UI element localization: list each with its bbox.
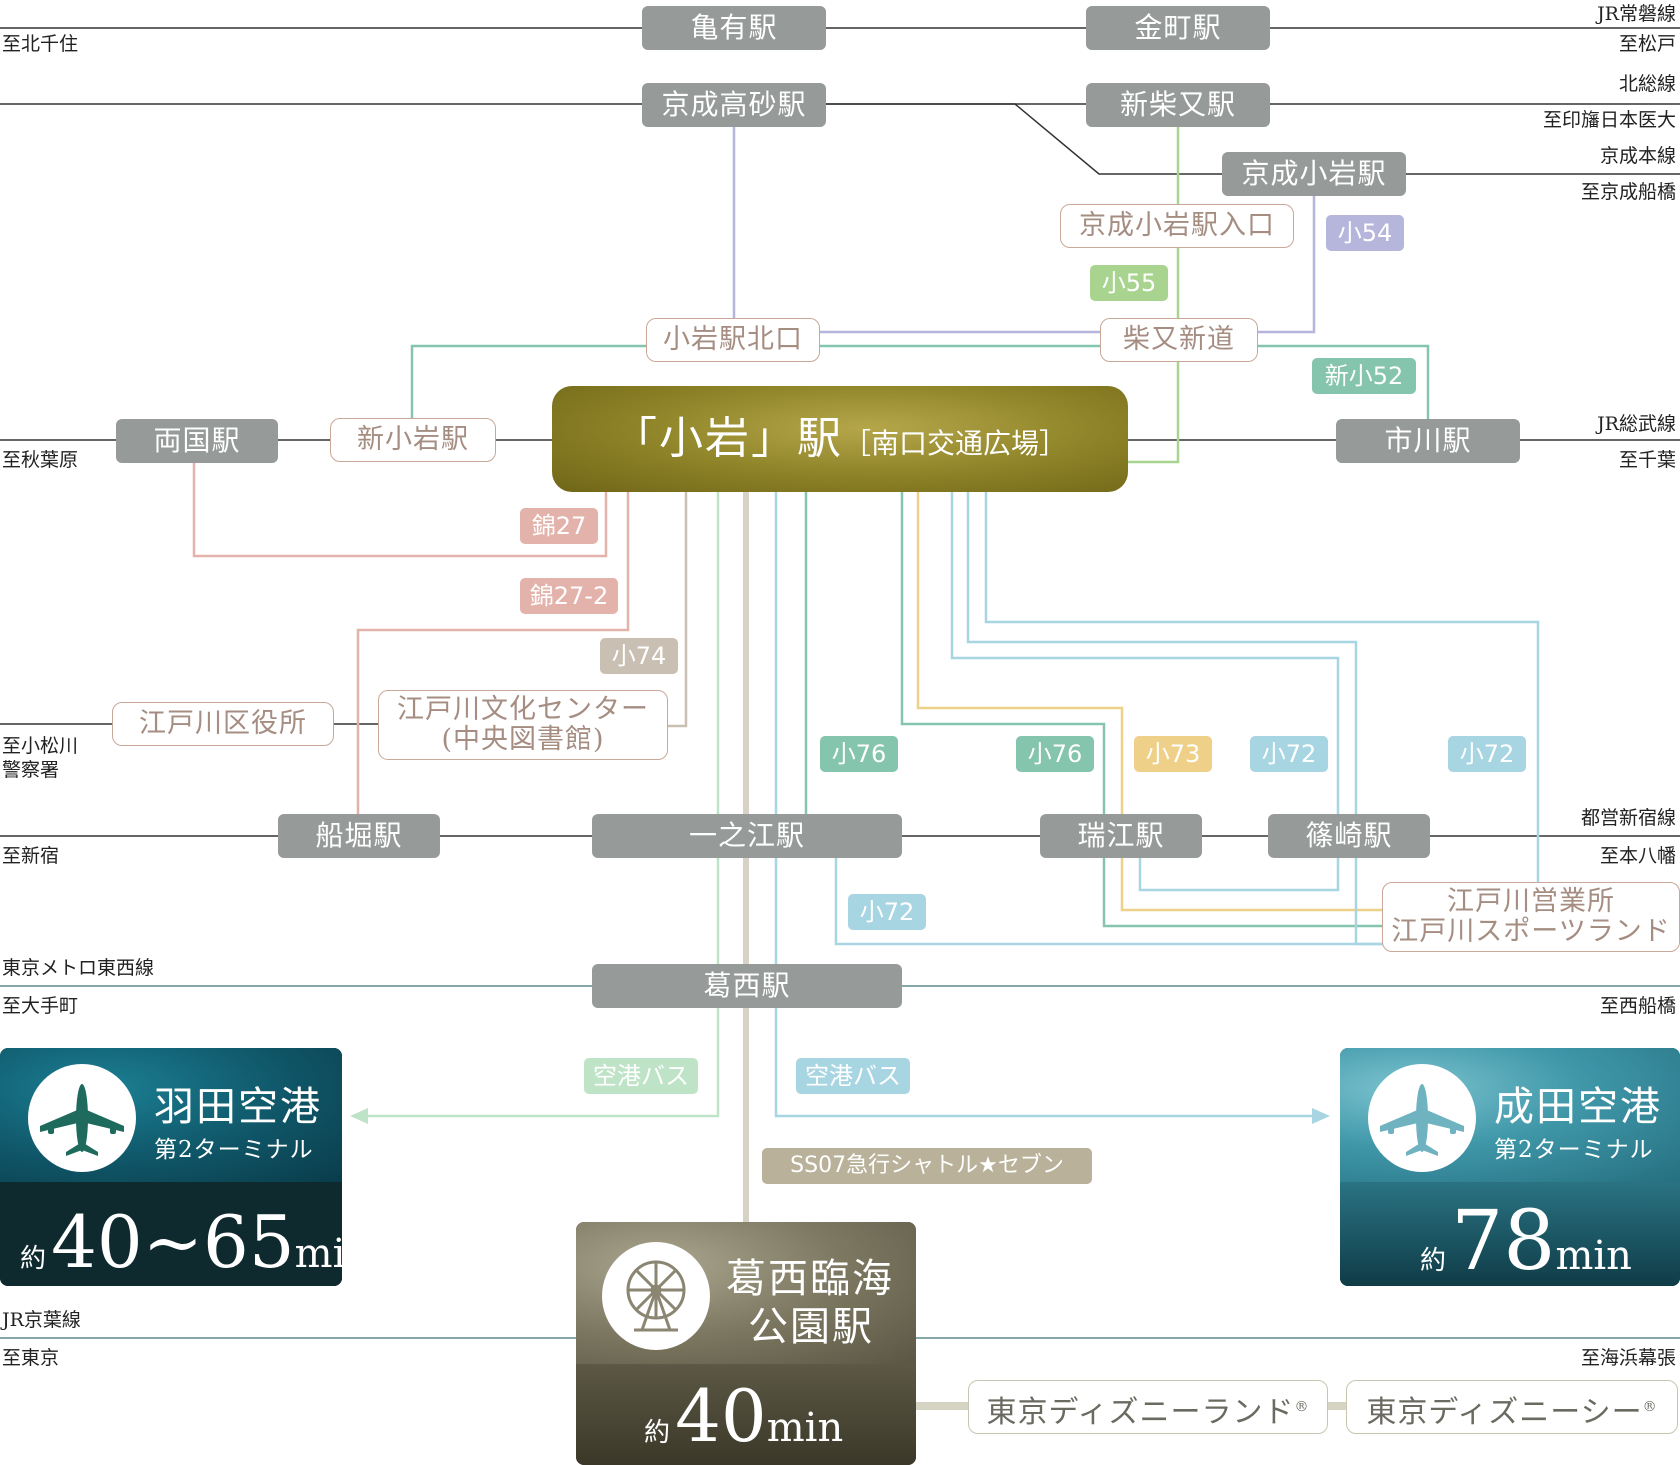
hub-subtitle: ［南口交通広場］ (842, 427, 1067, 460)
hub-title: 「小岩」駅 (612, 413, 843, 464)
route-tag-ko54[interactable]: 小54 (1326, 215, 1404, 251)
narita-time-unit: min (1555, 1233, 1632, 1279)
route-tag-airport-bus-haneda[interactable]: 空港バス (584, 1058, 698, 1094)
stop-edogawa-ward-office[interactable]: 江戸川区役所 (112, 702, 334, 746)
dir-otemachi: 至大手町 (2, 995, 79, 1017)
station-ichikawa[interactable]: 市川駅 (1336, 419, 1520, 463)
route-tag-kin27-2[interactable]: 錦27-2 (520, 578, 618, 614)
stop-edogawa-eigyosho[interactable]: 江戸川営業所 江戸川スポーツランド (1382, 882, 1680, 952)
station-keisei-takasago[interactable]: 京成高砂駅 (642, 83, 826, 127)
dir-keisei-funabashi: 至京成船橋 (1580, 181, 1676, 203)
stop-koiwa-north[interactable]: 小岩駅北口 (646, 318, 820, 362)
kasai-time-prefix: 約 (644, 1418, 671, 1448)
route-tag-ko76-b[interactable]: 小76 (1016, 736, 1094, 772)
stop-eigyosho-line1: 江戸川営業所 (1447, 886, 1615, 917)
stop-shibamata-shindo[interactable]: 柴又新道 (1100, 318, 1258, 362)
station-mizue[interactable]: 瑞江駅 (1040, 814, 1202, 858)
kasai-time-value: 40 (675, 1374, 767, 1458)
haneda-name: 羽田空港 (154, 1084, 322, 1130)
dir-kaihin-makuhari: 至海浜幕張 (1580, 1347, 1676, 1369)
narita-time-prefix: 約 (1420, 1246, 1447, 1276)
route-tag-ko72-c[interactable]: 小72 (848, 894, 926, 930)
haneda-time-unit: min (294, 1231, 342, 1277)
dir-motoyawata: 至本八幡 (1599, 845, 1676, 867)
dir-shinjuku: 至新宿 (2, 845, 60, 867)
route-tag-ko73[interactable]: 小73 (1134, 736, 1212, 772)
disneysea-reg-mark: ® (1642, 1399, 1658, 1415)
dir-shinjuku-line: 都営新宿線 (1580, 807, 1676, 829)
stop-shinkoiwa[interactable]: 新小岩駅 (330, 418, 496, 462)
koiwa-hub[interactable]: 「小岩」駅［南口交通広場］ (552, 386, 1128, 492)
route-tag-ko76-a[interactable]: 小76 (820, 736, 898, 772)
route-tag-ko74[interactable]: 小74 (600, 638, 678, 674)
kasai-rinkai-name-1: 葛西臨海 (726, 1256, 894, 1302)
haneda-time: 約 40~65min (20, 1200, 342, 1284)
station-kasai[interactable]: 葛西駅 (592, 964, 902, 1008)
kasai-time-unit: min (766, 1405, 844, 1451)
narita-airport-tile[interactable]: 成田空港 第2ターミナル 約 78min (1340, 1048, 1680, 1286)
dir-joban-line: JR常磐線 (1597, 3, 1676, 25)
dir-tozai-line: 東京メトロ東西線 (2, 957, 155, 979)
station-shinozaki[interactable]: 篠崎駅 (1268, 814, 1430, 858)
dir-nishifunabashi: 至西船橋 (1599, 995, 1676, 1017)
kasai-rinkai-name-2: 公園駅 (748, 1304, 874, 1350)
route-tag-shinko52[interactable]: 新小52 (1312, 358, 1416, 394)
haneda-time-prefix: 約 (20, 1244, 47, 1274)
ferris-wheel-icon (602, 1242, 710, 1350)
route-tag-kin27[interactable]: 錦27 (520, 508, 598, 544)
dir-tokyo: 至東京 (2, 1347, 60, 1369)
tokyo-disneyland[interactable]: 東京ディズニーランド® (968, 1380, 1328, 1434)
airplane-icon (28, 1064, 136, 1172)
stop-bunka-center-line2: (中央図書館) (441, 724, 605, 755)
tokyo-disneysea[interactable]: 東京ディズニーシー® (1346, 1380, 1678, 1434)
station-kameari[interactable]: 亀有駅 (642, 6, 826, 50)
station-funabori[interactable]: 船堀駅 (278, 814, 440, 858)
station-ryogoku[interactable]: 両国駅 (116, 419, 278, 463)
dir-hokuso-line: 北総線 (1618, 73, 1676, 95)
stop-bunka-center-line1: 江戸川文化センター (397, 694, 649, 725)
haneda-time-value: 40~65 (51, 1200, 295, 1284)
disneysea-label: 東京ディズニーシー (1366, 1395, 1643, 1430)
narita-time: 約 78min (1420, 1194, 1632, 1286)
disneyland-label: 東京ディズニーランド (986, 1395, 1295, 1430)
narita-name: 成田空港 (1494, 1084, 1662, 1130)
dir-sobu-line: JR総武線 (1597, 413, 1676, 435)
kasai-rinkai-tile[interactable]: 葛西臨海 公園駅 約 40min (576, 1222, 916, 1465)
dir-matsudo: 至松戸 (1618, 33, 1676, 55)
route-tag-ss07-shuttle[interactable]: SS07急行シャトル★セブン (762, 1148, 1092, 1184)
dir-kitasenju: 至北千住 (2, 33, 79, 55)
dir-akihabara: 至秋葉原 (2, 449, 79, 471)
route-tag-airport-bus-narita[interactable]: 空港バス (796, 1058, 910, 1094)
route-tag-ko72-b[interactable]: 小72 (1448, 736, 1526, 772)
stop-keisei-koiwa-iriguchi[interactable]: 京成小岩駅入口 (1060, 204, 1294, 248)
station-keisei-koiwa[interactable]: 京成小岩駅 (1222, 152, 1406, 196)
station-kanamachi[interactable]: 金町駅 (1086, 6, 1270, 50)
dir-keiyo-line: JR京葉線 (2, 1309, 81, 1331)
route-tag-ko55[interactable]: 小55 (1090, 265, 1168, 301)
disneyland-reg-mark: ® (1294, 1399, 1310, 1415)
stop-bunka-center[interactable]: 江戸川文化センター (中央図書館) (378, 690, 668, 760)
dir-keisei-main: 京成本線 (1599, 145, 1676, 167)
kasai-rinkai-time: 約 40min (644, 1374, 843, 1458)
station-ichinoe[interactable]: 一之江駅 (592, 814, 902, 858)
station-shinshibamata[interactable]: 新柴又駅 (1086, 83, 1270, 127)
stop-eigyosho-line2: 江戸川スポーツランド (1391, 916, 1671, 947)
haneda-terminal: 第2ターミナル (154, 1137, 314, 1163)
route-tag-ko72-a[interactable]: 小72 (1250, 736, 1328, 772)
dir-inba-nichi: 至印旛日本医大 (1542, 109, 1676, 131)
dir-chiba: 至千葉 (1618, 449, 1676, 471)
airplane-icon (1368, 1064, 1476, 1172)
narita-terminal: 第2ターミナル (1494, 1137, 1654, 1163)
narita-time-value: 78 (1451, 1194, 1556, 1286)
dir-komatsugawa-1: 至小松川 (2, 735, 79, 757)
haneda-airport-tile[interactable]: 羽田空港 第2ターミナル 約 40~65min (0, 1048, 342, 1286)
dir-komatsugawa-2: 警察署 (2, 759, 60, 781)
